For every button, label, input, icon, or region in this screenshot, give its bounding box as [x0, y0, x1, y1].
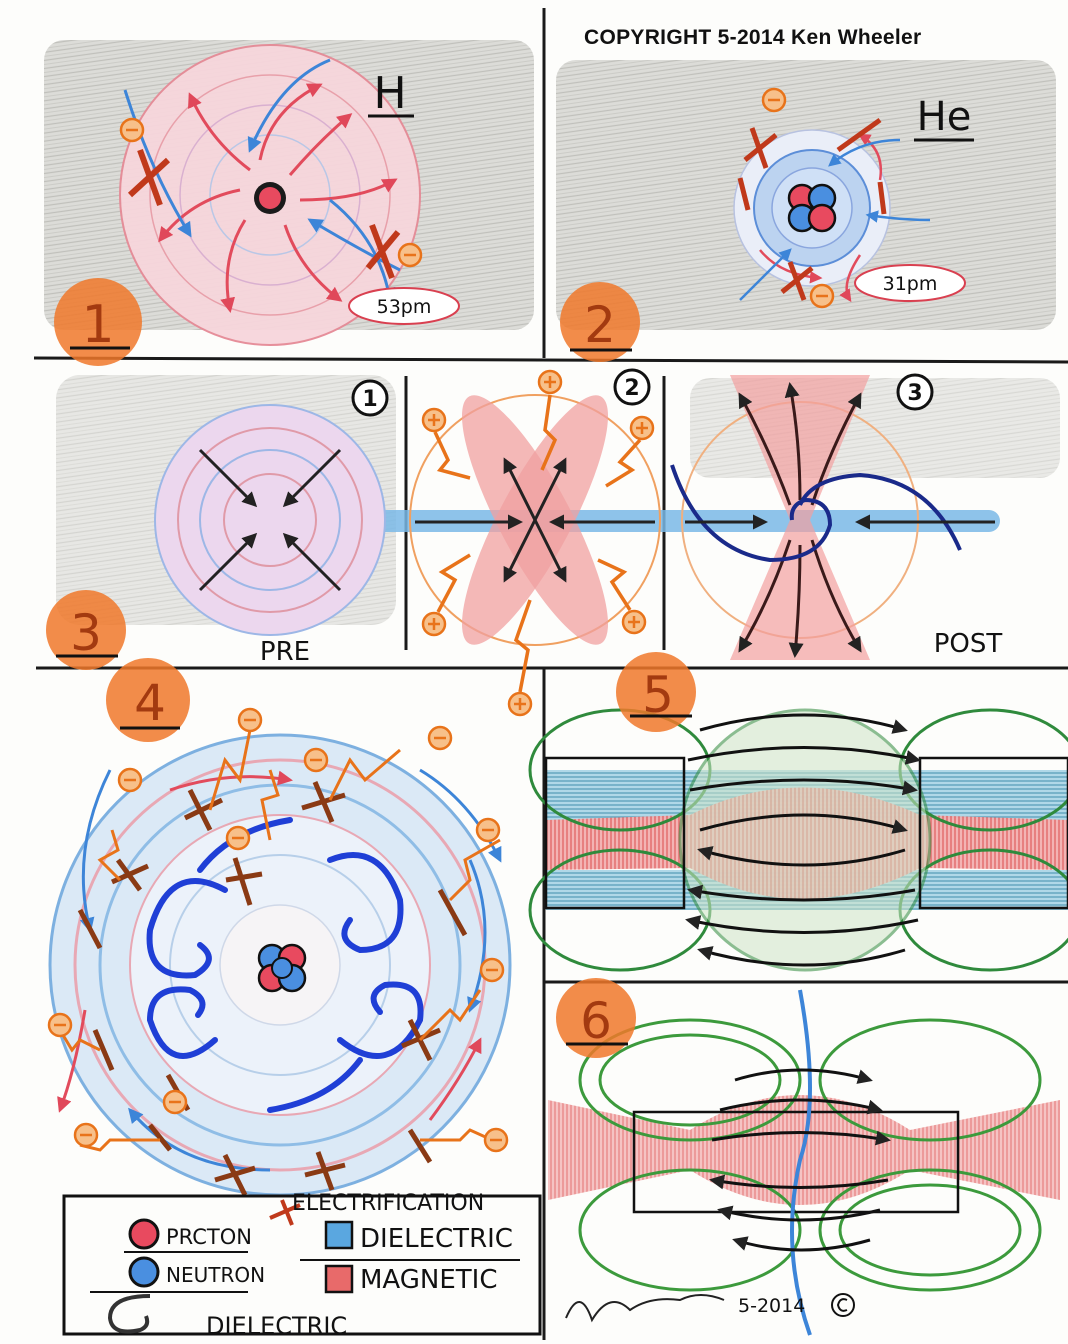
electron-icon — [121, 119, 143, 141]
copyright-symbol-icon — [832, 1294, 854, 1316]
legend-magnetic: MAGNETIC — [360, 1265, 498, 1295]
electron-icon — [811, 285, 833, 307]
neutron-icon — [130, 1258, 158, 1286]
panel-5-field-section: 5 — [530, 652, 1068, 970]
radius-label: 31pm — [883, 273, 938, 295]
legend-electrification: ELECTRIFICATION — [292, 1191, 484, 1216]
legend-dielectric: DIELECTRIC — [360, 1224, 513, 1254]
copyright-notice: COPYRIGHT 5-2014 Ken Wheeler — [584, 26, 922, 49]
signature — [566, 1295, 724, 1320]
pre-label: PRE — [260, 637, 310, 667]
panel-4-atom-field: 4 — [49, 658, 510, 1195]
legend-dielectric-swirl: DIELECTRIC — [206, 1312, 347, 1340]
element-label: He — [917, 94, 972, 140]
panel-number: 6 — [580, 992, 612, 1050]
electron-icon — [399, 244, 421, 266]
panel-number: 1 — [81, 295, 114, 355]
magnetic-swatch — [326, 1266, 352, 1292]
nucleus — [789, 185, 835, 231]
panel-number: 2 — [584, 296, 616, 354]
element-label: H — [373, 68, 406, 119]
panel-6-field-section: 6 5-2014 — [548, 978, 1060, 1335]
nucleus — [259, 945, 305, 991]
panel-2-helium: COPYRIGHT 5-2014 Ken Wheeler — [556, 26, 1056, 362]
step-number: 3 — [907, 381, 922, 406]
post-label: POST — [934, 629, 1003, 659]
panel-number: 4 — [134, 674, 166, 732]
step-number: 2 — [624, 376, 639, 401]
signature-date: 5-2014 — [738, 1295, 805, 1317]
legend-neutron: NEUTRON — [166, 1263, 265, 1287]
panel-3-sequence: 1 PRE — [46, 370, 1060, 715]
proton-icon — [130, 1220, 158, 1248]
radius-label: 53pm — [377, 296, 432, 318]
step-number: 1 — [362, 387, 377, 412]
electron-icon — [763, 89, 785, 111]
legend-proton: PRCTON — [166, 1225, 252, 1249]
panel-number: 3 — [70, 604, 102, 662]
panel-1-hydrogen: 53pm H 1 — [44, 40, 534, 366]
dielectric-swatch — [326, 1222, 352, 1248]
legend: ELECTRIFICATION PRCTON NEUTRON DIELECTRI… — [64, 1191, 540, 1340]
